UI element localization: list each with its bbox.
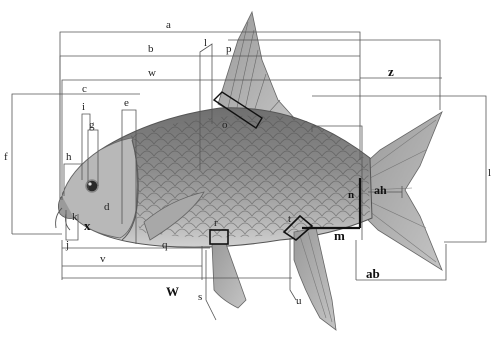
label-f: f <box>4 151 8 163</box>
label-l-left: l <box>204 37 207 49</box>
label-m: m <box>334 228 345 243</box>
label-p: p <box>226 43 232 55</box>
label-q: q <box>162 239 168 251</box>
label-h: h <box>66 151 72 163</box>
label-ah: ah <box>374 183 387 197</box>
fish-head <box>62 138 137 238</box>
label-b: b <box>148 43 154 55</box>
label-e: e <box>124 97 129 109</box>
label-n: n <box>348 189 354 201</box>
label-g: g <box>89 119 95 131</box>
label-t: t <box>288 213 291 225</box>
label-r: r <box>214 217 218 229</box>
label-k: k <box>72 211 78 223</box>
label-d: d <box>104 201 110 213</box>
label-i: i <box>82 101 85 113</box>
anal-fin <box>294 228 336 330</box>
label-z: z <box>388 64 394 79</box>
label-c: c <box>82 83 87 95</box>
label-ab: ab <box>366 266 380 281</box>
label-u: u <box>296 295 302 307</box>
label-w-top: w <box>148 67 156 79</box>
label-j: j <box>65 239 69 251</box>
label-w-bottom: W <box>166 284 179 299</box>
label-x: x <box>84 218 91 233</box>
label-l-right: l <box>488 167 491 179</box>
label-o: o <box>222 119 228 131</box>
label-a: a <box>166 19 171 31</box>
fish-illustration <box>56 12 442 330</box>
caudal-fin <box>360 112 442 270</box>
label-v: v <box>100 253 106 265</box>
label-s: s <box>198 291 202 303</box>
pelvic-fin <box>212 244 246 308</box>
